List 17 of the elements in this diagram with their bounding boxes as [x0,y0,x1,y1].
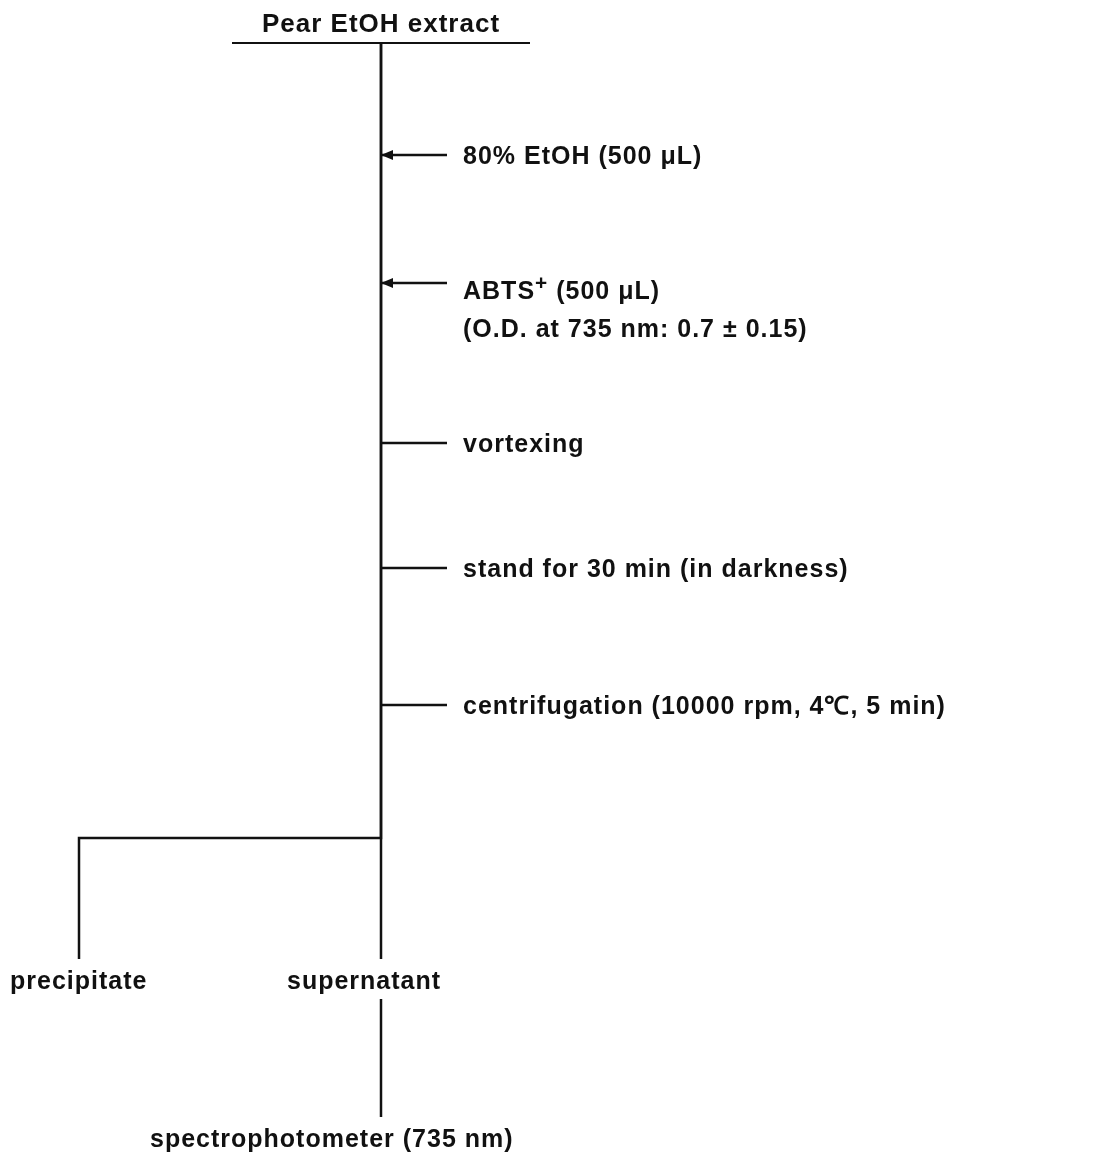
step-label: vortexing [463,424,585,462]
step-label: stand for 30 min (in darkness) [463,549,849,587]
connector-line [382,566,447,570]
step-label: spectrophotometer (735 nm) [150,1119,514,1157]
step-label: supernatant [287,961,442,999]
step-label: centrifugation (10000 rpm, 4℃, 5 min) [463,686,946,724]
sample-heading: Pear EtOH extract [232,4,530,44]
connector-line [382,703,447,707]
arrow [381,278,447,288]
step-label: precipitate [10,961,148,999]
step-label: 80% EtOH (500 μL) [463,136,703,174]
arrow [381,150,447,160]
step-text: ABTS$^{+}$ (500 μL) [463,270,662,307]
connector-line [379,999,383,1117]
connector-line [77,44,383,959]
step-text: (O.D. at 735 nm: 0.7 ± 0.15) [463,313,808,345]
connector-line [382,441,447,445]
